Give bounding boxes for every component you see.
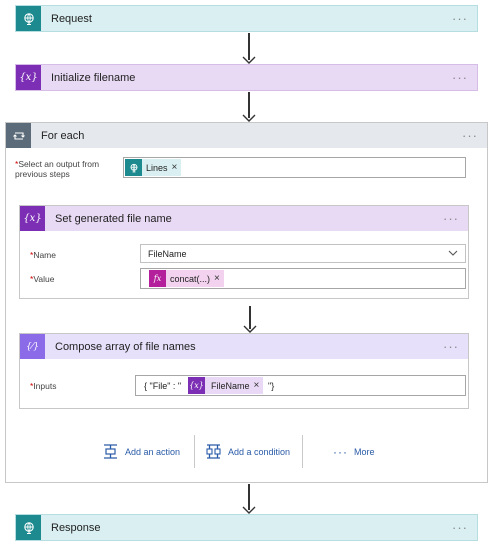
- globe-icon: [16, 6, 41, 31]
- connector-arrow-3: [243, 306, 257, 333]
- filename-token[interactable]: {x} FileName ×: [188, 377, 264, 394]
- lines-token-remove-button[interactable]: ×: [171, 162, 178, 173]
- set-file-name-more-button[interactable]: ···: [443, 210, 459, 226]
- for-each-card[interactable]: For each ··· *Select an output from prev…: [5, 122, 488, 483]
- name-dropdown[interactable]: FileName: [140, 244, 466, 263]
- variable-icon: {x}: [16, 65, 41, 90]
- add-condition-button[interactable]: Add a condition: [205, 443, 290, 460]
- compose-icon: {⁄}: [20, 334, 45, 359]
- action-divider-2: [302, 435, 303, 468]
- concat-token-remove-button[interactable]: ×: [214, 273, 220, 284]
- request-title: Request: [51, 12, 92, 25]
- response-header[interactable]: Response ···: [16, 515, 477, 540]
- compose-more-button[interactable]: ···: [443, 338, 459, 354]
- connector-arrow-4: [242, 484, 256, 514]
- filename-token-remove-button[interactable]: ×: [253, 380, 260, 391]
- initialize-filename-more-button[interactable]: ···: [452, 69, 468, 85]
- request-header[interactable]: Request ···: [16, 6, 477, 31]
- initialize-filename-title: Initialize filename: [51, 71, 136, 84]
- set-file-name-title: Set generated file name: [55, 212, 172, 225]
- concat-token-label: concat(...): [170, 273, 211, 284]
- set-file-name-header[interactable]: {x} Set generated file name ···: [20, 206, 468, 231]
- lines-token-label: Lines: [146, 162, 168, 173]
- request-card[interactable]: Request ···: [15, 5, 478, 32]
- for-each-header[interactable]: For each ···: [6, 123, 487, 148]
- name-value: FileName: [148, 249, 187, 259]
- inputs-label: *Inputs: [30, 381, 57, 391]
- variable-icon: {x}: [188, 377, 205, 394]
- connector-arrow-2: [242, 92, 256, 122]
- globe-icon: [125, 159, 142, 176]
- add-action-label: Add an action: [125, 446, 181, 457]
- concat-token[interactable]: fx concat(...) ×: [149, 270, 224, 287]
- inputs-field[interactable]: { "File" : " {x} FileName × "}: [135, 375, 466, 396]
- loop-icon: [6, 123, 31, 148]
- initialize-filename-card[interactable]: {x} Initialize filename ···: [15, 64, 478, 91]
- response-more-button[interactable]: ···: [452, 519, 468, 535]
- set-file-name-card[interactable]: {x} Set generated file name ··· *Name Fi…: [19, 205, 469, 299]
- compose-title: Compose array of file names: [55, 340, 196, 353]
- lines-token[interactable]: Lines ×: [125, 159, 182, 176]
- for-each-title: For each: [41, 129, 85, 142]
- more-button[interactable]: ··· More: [333, 445, 375, 459]
- action-divider-1: [194, 435, 195, 468]
- initialize-filename-header[interactable]: {x} Initialize filename ···: [16, 65, 477, 90]
- select-output-label: *Select an output from previous steps: [15, 159, 100, 179]
- variable-icon: {x}: [20, 206, 45, 231]
- inputs-suffix-text: "}: [268, 381, 275, 391]
- add-action-button[interactable]: Add an action: [102, 443, 180, 460]
- add-condition-icon: [206, 444, 221, 459]
- function-icon: fx: [149, 270, 166, 287]
- select-output-field[interactable]: Lines ×: [123, 157, 466, 178]
- value-field[interactable]: fx concat(...) ×: [140, 268, 466, 289]
- response-title: Response: [51, 521, 101, 534]
- name-label: *Name: [30, 250, 56, 260]
- compose-header[interactable]: {⁄} Compose array of file names ···: [20, 334, 468, 359]
- response-card[interactable]: Response ···: [15, 514, 478, 541]
- filename-token-label: FileName: [211, 380, 250, 391]
- more-dots-icon: ···: [333, 445, 348, 459]
- compose-card[interactable]: {⁄} Compose array of file names ··· *Inp…: [19, 333, 469, 409]
- for-each-more-button[interactable]: ···: [462, 127, 478, 143]
- request-more-button[interactable]: ···: [452, 10, 468, 26]
- chevron-down-icon: [448, 250, 458, 256]
- globe-icon: [16, 515, 41, 540]
- add-condition-label: Add a condition: [228, 446, 291, 457]
- add-action-icon: [104, 444, 117, 459]
- value-label: *Value: [30, 274, 55, 284]
- inputs-prefix-text: { "File" : ": [144, 381, 182, 391]
- connector-arrow-1: [242, 33, 256, 64]
- more-label: More: [354, 447, 375, 457]
